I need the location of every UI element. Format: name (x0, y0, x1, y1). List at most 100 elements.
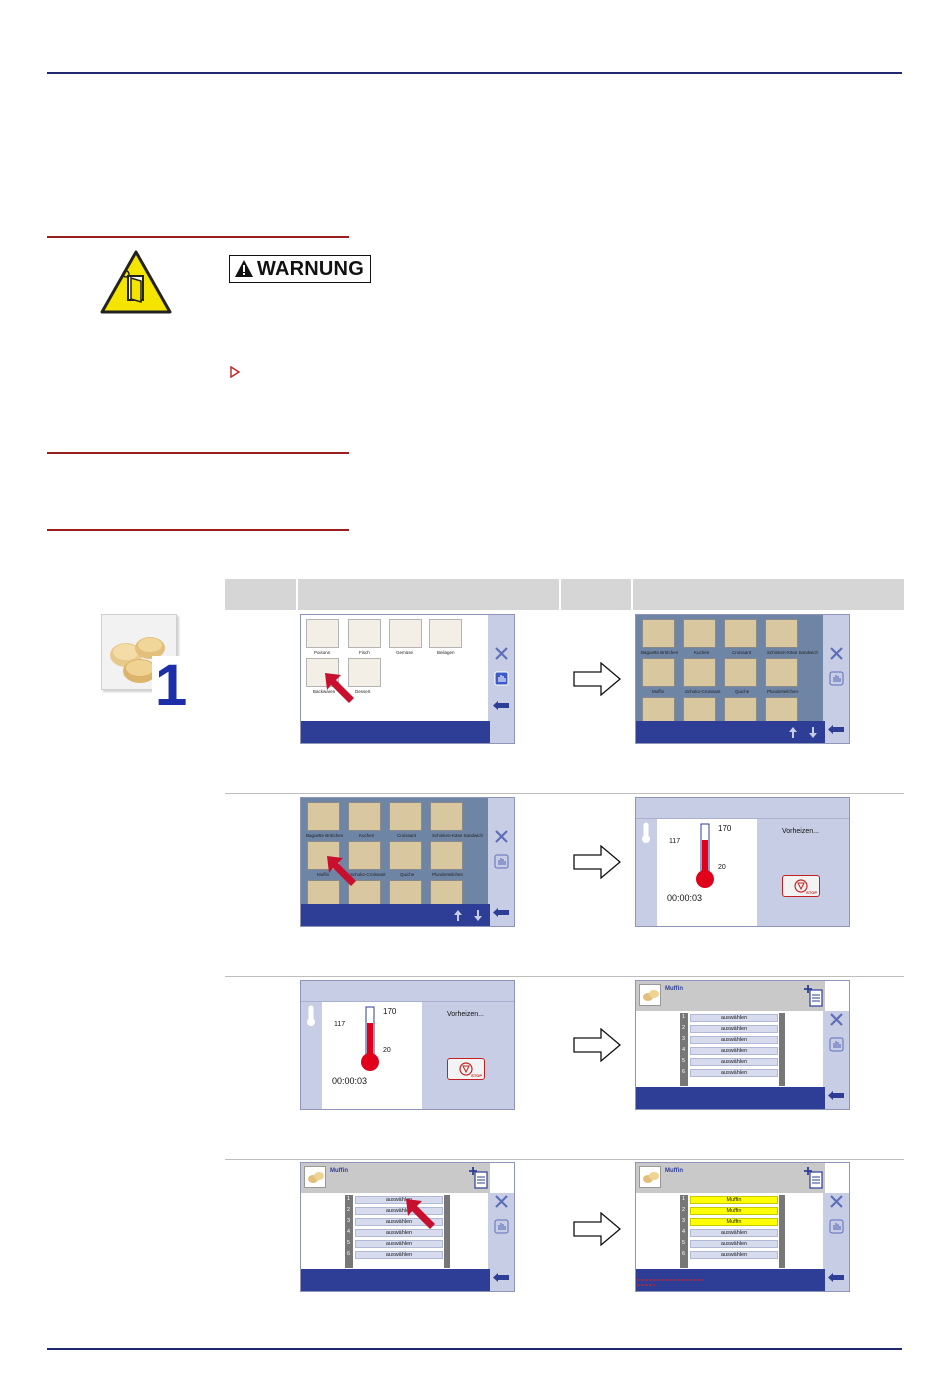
slot-number: 3 (347, 1218, 351, 1224)
back-icon[interactable] (827, 725, 845, 734)
pointer-arrow-icon (327, 856, 356, 886)
slot-button[interactable]: auswählen (690, 1229, 778, 1237)
slot-number: 6 (682, 1251, 686, 1257)
product-tile[interactable] (765, 619, 798, 648)
product-label: Schinken-Käse Sandwich (432, 833, 484, 838)
product-tile[interactable] (642, 619, 675, 648)
stop-button[interactable]: STOP (782, 875, 820, 897)
hand-icon[interactable] (494, 1219, 509, 1234)
hand-icon[interactable] (829, 1219, 844, 1234)
hand-icon[interactable] (829, 671, 844, 686)
table-row-divider (225, 793, 904, 794)
slot-button[interactable]: auswählen (355, 1229, 443, 1237)
slot-button[interactable]: auswählen (355, 1240, 443, 1248)
slot-number: 3 (682, 1218, 686, 1224)
category-tile[interactable] (389, 619, 422, 648)
stop-button[interactable]: STOP (447, 1058, 485, 1080)
hand-icon[interactable] (494, 671, 509, 686)
category-tile[interactable] (348, 658, 381, 687)
close-icon[interactable] (494, 829, 509, 844)
arrow-down-icon[interactable] (473, 909, 483, 922)
side-toolbar (488, 1193, 514, 1291)
category-tile[interactable] (306, 619, 339, 648)
product-label: Croissant (732, 650, 752, 655)
close-icon[interactable] (829, 646, 844, 661)
slot-button[interactable]: auswählen (355, 1207, 443, 1215)
temp-max: 170 (383, 1007, 397, 1016)
slot-button[interactable]: auswählen (355, 1196, 443, 1204)
slot-button[interactable]: auswählen (690, 1047, 778, 1055)
back-icon[interactable] (827, 1091, 845, 1100)
slot-button[interactable]: auswählen (690, 1014, 778, 1022)
thermometer-icon (361, 1006, 379, 1071)
product-label: Schinken-Käse Sandwich (767, 650, 819, 655)
product-tile[interactable] (307, 802, 340, 831)
back-icon[interactable] (492, 1273, 510, 1282)
slot-number: 5 (682, 1240, 686, 1246)
add-list-icon[interactable] (804, 984, 824, 1008)
product-tile[interactable] (430, 841, 463, 870)
hand-icon[interactable] (829, 1037, 844, 1052)
add-list-icon[interactable] (469, 1166, 489, 1190)
close-icon[interactable] (829, 1194, 844, 1209)
arrow-up-icon[interactable] (453, 909, 463, 922)
product-tile[interactable] (389, 802, 422, 831)
add-list-icon[interactable] (804, 1166, 824, 1190)
muffin-thumb-icon (639, 984, 661, 1006)
product-tile[interactable] (683, 658, 716, 687)
section-rule-3 (47, 529, 349, 531)
table-row-divider (225, 976, 904, 977)
footer-rule (47, 1348, 902, 1350)
slot-button[interactable]: Muffin (690, 1207, 778, 1215)
close-icon[interactable] (494, 646, 509, 661)
section-rule-2 (47, 452, 349, 454)
product-tile[interactable] (389, 841, 422, 870)
category-label: Poisons (314, 650, 331, 655)
slot-button[interactable]: auswählen (690, 1058, 778, 1066)
stop-label: STOP (471, 1073, 482, 1078)
category-tile[interactable] (348, 619, 381, 648)
slot-rail (345, 1195, 353, 1268)
slot-rail (680, 1195, 688, 1268)
close-icon[interactable] (829, 1012, 844, 1027)
product-label: Croissant (397, 833, 417, 838)
back-icon[interactable] (492, 908, 510, 917)
product-tile[interactable] (683, 619, 716, 648)
slot-button[interactable]: auswählen (690, 1251, 778, 1259)
muffin-thumb-icon (639, 1166, 661, 1188)
slot-button[interactable]: Muffin (690, 1218, 778, 1226)
product-tile[interactable] (765, 658, 798, 687)
category-tile[interactable] (429, 619, 462, 648)
temp-current: 117 (334, 1021, 346, 1028)
slot-button[interactable]: auswählen (355, 1251, 443, 1259)
hand-icon[interactable] (494, 854, 509, 869)
slot-button[interactable]: auswählen (690, 1025, 778, 1033)
arrow-up-icon[interactable] (788, 726, 798, 739)
product-tile[interactable] (348, 841, 381, 870)
warning-triangle-icon (235, 260, 253, 277)
arrow-down-icon[interactable] (808, 726, 818, 739)
product-tile[interactable] (307, 841, 340, 870)
slot-number: 2 (682, 1025, 686, 1031)
slot-button[interactable]: auswählen (690, 1069, 778, 1077)
product-tile[interactable] (348, 802, 381, 831)
close-icon[interactable] (494, 1194, 509, 1209)
product-grid: Baguette Brötchen Kuchen Croissant Schin… (301, 798, 490, 909)
slot-button[interactable]: auswählen (690, 1036, 778, 1044)
slot-button[interactable]: auswählen (690, 1240, 778, 1248)
back-icon[interactable] (827, 1273, 845, 1282)
muffin-title: Muffin (330, 1168, 348, 1174)
slot-button[interactable]: Muffin (690, 1196, 778, 1204)
product-label: Plunderteilchen (767, 689, 799, 694)
back-icon[interactable] (492, 701, 510, 710)
next-step-arrow-icon (573, 1212, 621, 1246)
product-tile[interactable] (642, 658, 675, 687)
slot-button[interactable]: auswählen (355, 1218, 443, 1226)
product-label: Kuchen (359, 833, 375, 838)
product-tile[interactable] (724, 658, 757, 687)
product-tile[interactable] (724, 619, 757, 648)
table-header-sep (631, 579, 633, 610)
preheat-status: Vorheizen... (447, 1011, 484, 1018)
product-tile[interactable] (430, 802, 463, 831)
thermometer-panel: 170 117 20 00:00:03 (657, 819, 757, 926)
